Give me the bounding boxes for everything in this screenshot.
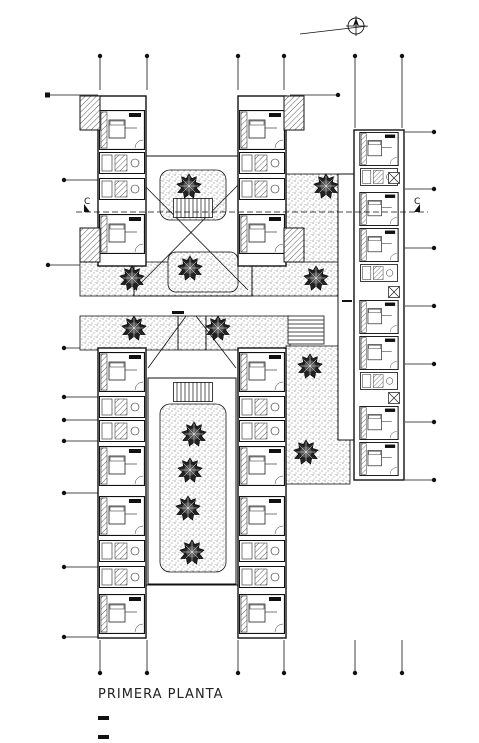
scale-bar: [98, 705, 124, 739]
axis-dots-bottom: [97, 670, 405, 676]
plan-details: [172, 300, 352, 314]
section-mark-right: C: [414, 197, 420, 207]
axis-grid-top: [99, 56, 403, 128]
section-line: C C: [76, 197, 428, 213]
axis-top-right-marker: [290, 92, 341, 98]
floor-plan: C C: [45, 16, 437, 676]
axis-dots-right: [431, 129, 437, 483]
left-wing-lower: [97, 347, 147, 639]
axis-grid-left: [48, 94, 98, 638]
stair-icon: [172, 198, 325, 402]
axis-dots-top: [97, 53, 405, 59]
drawing-title: PRIMERA PLANTA: [98, 687, 224, 702]
center-wing-upper: [237, 95, 305, 267]
path-diagonals: [133, 174, 249, 369]
right-wing: [337, 129, 405, 481]
axis-grid-right: [405, 131, 434, 481]
axis-dots-left: [45, 92, 67, 640]
axis-grid-bottom: [99, 640, 403, 673]
center-wing-lower: [237, 347, 287, 639]
left-wing-upper: [79, 95, 147, 267]
north-arrow-icon: [299, 16, 369, 36]
section-mark-left: C: [84, 197, 90, 207]
